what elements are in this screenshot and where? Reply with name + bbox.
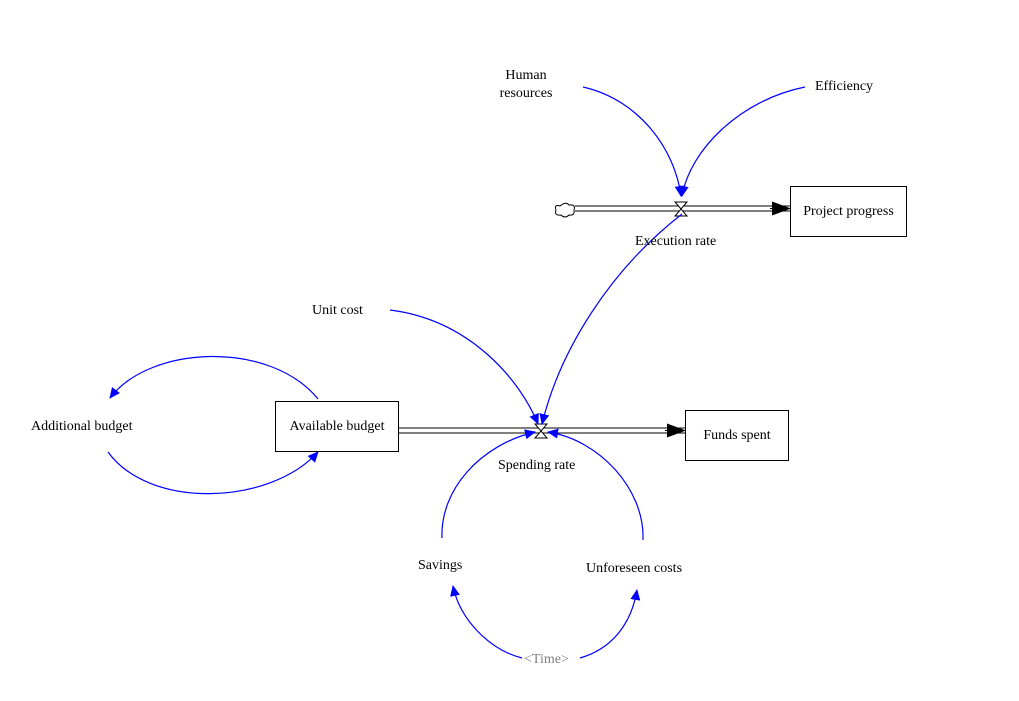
source-cloud-icon <box>555 202 575 218</box>
stock-funds-spent[interactable]: Funds spent <box>685 410 789 461</box>
variable-savings[interactable]: Savings <box>418 558 463 573</box>
link-efficiency-to-execution <box>678 86 806 197</box>
variable-unit-cost[interactable]: Unit cost <box>312 303 363 318</box>
stock-available-budget-label: Available budget <box>289 418 385 434</box>
variable-additional-budget[interactable]: Additional budget <box>31 419 133 434</box>
link-execution-to-spending <box>539 213 683 425</box>
variable-human-resources[interactable]: Human resources <box>490 67 562 103</box>
variable-human-resources-line2: resources <box>499 86 553 101</box>
link-savings-to-spending <box>441 429 536 539</box>
flow-execution-rate-label[interactable]: Execution rate <box>635 234 717 249</box>
variable-human-resources-line1: Human <box>505 68 547 83</box>
link-time-to-unforeseen <box>579 589 641 659</box>
link-available-to-additional <box>109 355 319 400</box>
variable-unforeseen-costs[interactable]: Unforeseen costs <box>586 561 683 576</box>
shadow-variable-time[interactable]: <Time> <box>524 652 569 667</box>
link-time-to-savings <box>450 585 523 659</box>
stock-project-progress[interactable]: Project progress <box>790 186 907 237</box>
stock-funds-spent-label: Funds spent <box>703 427 771 443</box>
link-unit-cost-to-spending <box>389 309 539 425</box>
spending-rate-valve-icon <box>533 423 549 439</box>
execution-rate-valve-icon <box>673 201 689 217</box>
link-human-resources-to-execution <box>582 86 685 197</box>
variable-efficiency[interactable]: Efficiency <box>815 79 874 94</box>
stock-project-progress-label: Project progress <box>803 203 894 219</box>
link-additional-to-available <box>107 451 319 495</box>
link-unforeseen-to-spending <box>547 428 644 541</box>
flow-spending-rate-label[interactable]: Spending rate <box>498 458 576 473</box>
stock-available-budget[interactable]: Available budget <box>275 401 399 452</box>
